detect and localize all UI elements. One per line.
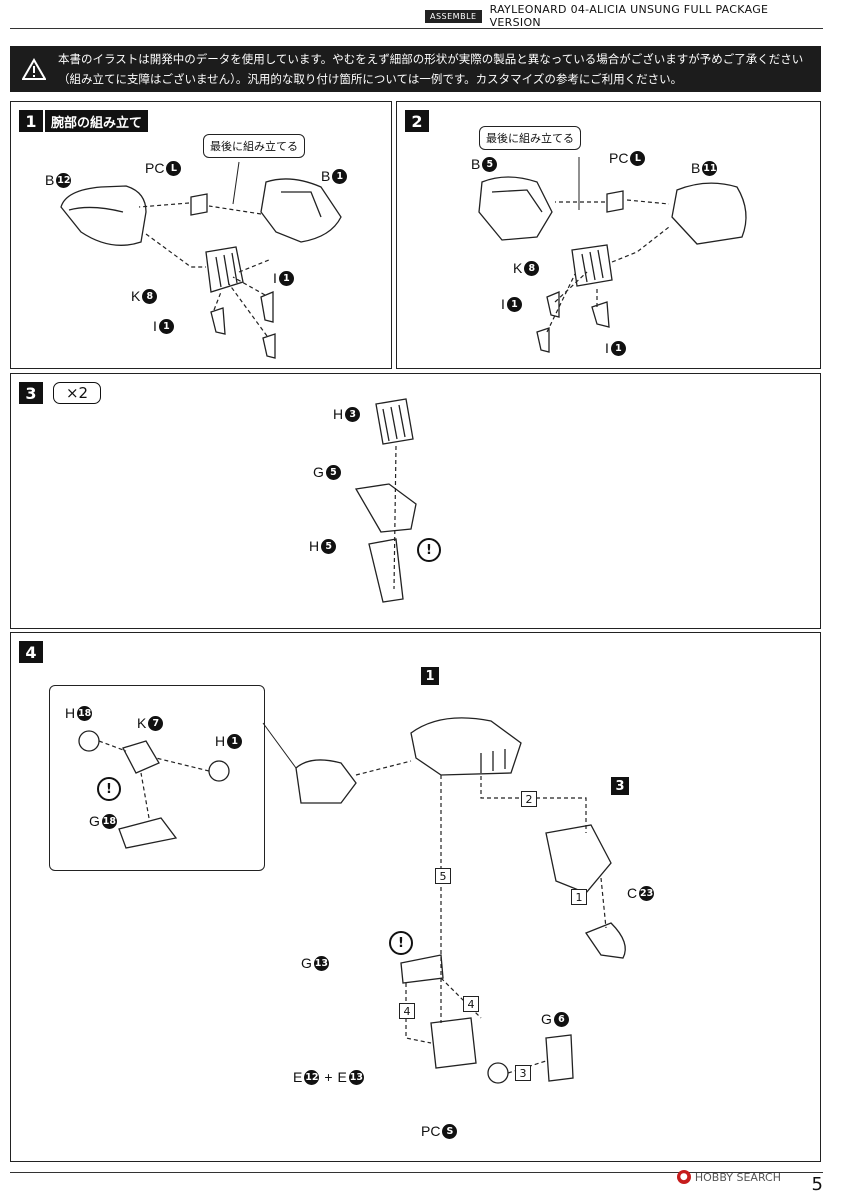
part-pc-l — [606, 190, 624, 213]
step-number: 1 — [19, 110, 43, 132]
part-g18 — [118, 817, 178, 849]
step-3-illustration — [354, 398, 417, 603]
warning-line-2: （組み立てに支障はございません）。汎用的な取り付け箇所については一例です。カスタ… — [58, 72, 683, 86]
order-1: 1 — [571, 889, 587, 905]
caution-icon: ! — [417, 538, 441, 562]
warning-line-1: 本書のイラストは開発中のデータを使用しています。やむをえず細部の形状が実際の製品… — [58, 52, 804, 66]
page-number: 5 — [811, 1174, 823, 1195]
part-i1-b — [260, 291, 274, 323]
caution-icon: ! — [389, 931, 413, 955]
part-pc-s — [487, 1062, 509, 1084]
sub-assembly-box — [49, 685, 265, 871]
step-4-illustration — [78, 717, 626, 1084]
step-title: 腕部の組み立て — [45, 110, 149, 132]
part-i1-c — [591, 301, 610, 328]
part-h5 — [368, 538, 404, 603]
assemble-last-callout: 最後に組み立てる — [203, 134, 305, 158]
order-2: 2 — [521, 791, 537, 807]
part-h1 — [208, 760, 230, 782]
part-joint-assembly — [295, 759, 357, 804]
header-divider — [10, 28, 823, 29]
part-c23 — [585, 922, 626, 959]
footer-divider — [10, 1172, 823, 1173]
step-1-reference: 1 — [421, 667, 439, 685]
repeat-count: ×2 — [53, 382, 101, 404]
order-5: 5 — [435, 868, 451, 884]
part-h18 — [78, 730, 100, 752]
part-b11 — [671, 182, 747, 245]
part-e12-e13 — [430, 1017, 477, 1069]
logo-icon: ● — [676, 1170, 691, 1184]
part-g13 — [400, 954, 444, 984]
page-header: ASSEMBLE RAYLEONARD 04-ALICIA UNSUNG FUL… — [425, 3, 823, 29]
assemble-tag: ASSEMBLE — [425, 9, 482, 23]
watermark-logo: ● HOBBY SEARCH — [676, 1170, 781, 1184]
part-assembly-3 — [545, 824, 612, 894]
part-g6 — [545, 1034, 574, 1082]
part-k7 — [122, 740, 160, 774]
part-i1-a — [546, 291, 560, 318]
step-number: 3 — [19, 382, 43, 404]
part-b5 — [478, 176, 553, 241]
caution-icon: ! — [97, 777, 121, 801]
part-k8 — [205, 246, 244, 293]
part-b1 — [260, 178, 342, 243]
step-3-reference: 3 — [611, 777, 629, 795]
part-pc-l — [190, 193, 208, 216]
warning-icon — [10, 58, 58, 80]
step-number: 2 — [405, 110, 429, 132]
assemble-last-callout: 最後に組み立てる — [479, 126, 581, 150]
product-title: RAYLEONARD 04-ALICIA UNSUNG FULL PACKAGE… — [489, 3, 769, 29]
part-b12 — [60, 185, 147, 246]
part-g5 — [354, 483, 417, 533]
step-1-illustration — [60, 161, 342, 359]
step-2-illustration — [478, 157, 747, 353]
order-4-left: 4 — [399, 1003, 415, 1019]
part-i1-a — [210, 307, 226, 335]
order-4-right: 4 — [463, 996, 479, 1012]
part-i1-b — [536, 327, 550, 353]
warning-banner: 本書のイラストは開発中のデータを使用しています。やむをえず細部の形状が実際の製品… — [10, 46, 821, 92]
order-3: 3 — [515, 1065, 531, 1081]
step-number: 4 — [19, 641, 43, 663]
part-i1-c — [262, 333, 276, 359]
part-h3 — [375, 398, 414, 445]
